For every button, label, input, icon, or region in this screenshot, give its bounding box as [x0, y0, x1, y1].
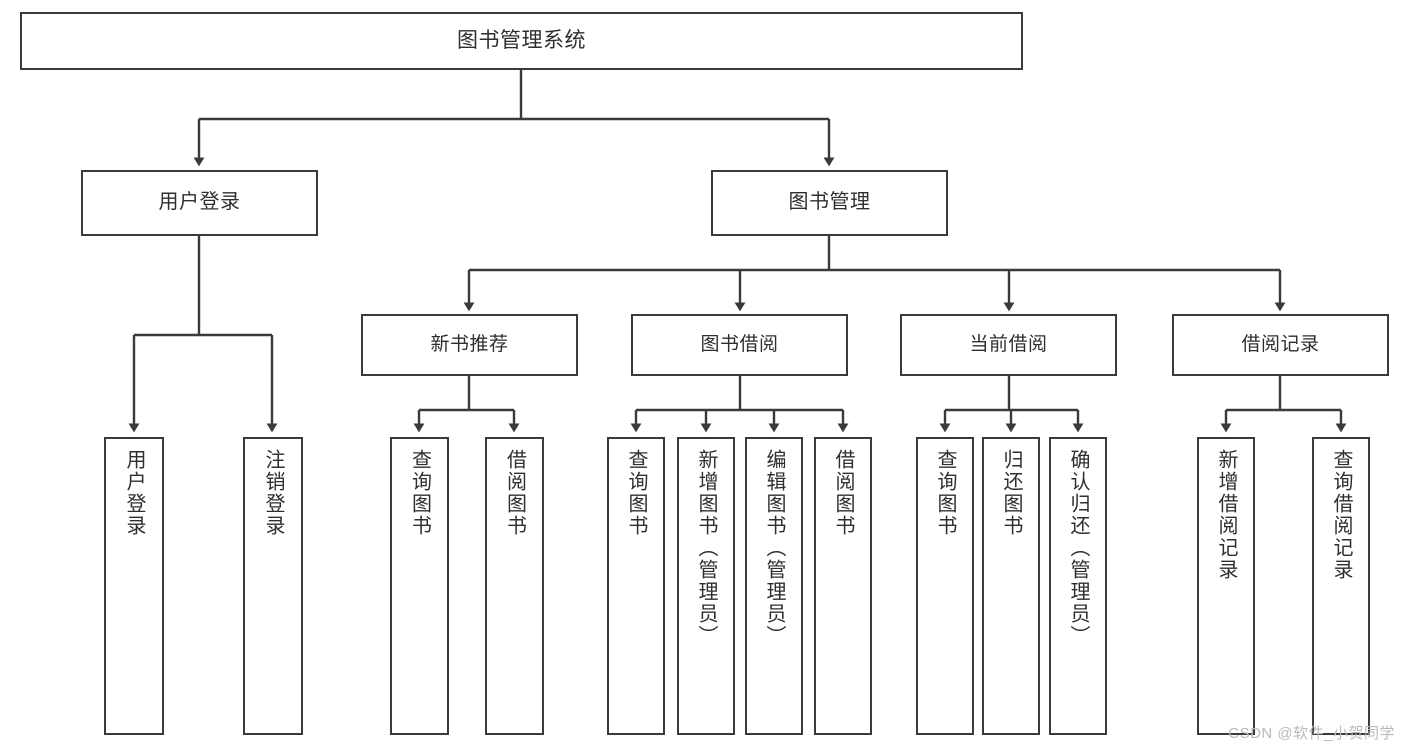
node-label: 用户登录 [158, 191, 241, 214]
leaf-user-login[interactable]: 用户登录 [104, 437, 164, 735]
node-root-system[interactable]: 图书管理系统 [20, 12, 1023, 70]
node-label: 查询图书 [408, 449, 431, 537]
leaf-current-confirm-return-admin[interactable]: 确认归还（管理员） [1049, 437, 1107, 735]
node-user-login[interactable]: 用户登录 [81, 170, 318, 236]
node-label: 编辑图书（管理员） [763, 449, 785, 647]
leaf-borrow-edit-book-admin[interactable]: 编辑图书（管理员） [745, 437, 803, 735]
node-label: 归还图书 [1000, 449, 1022, 537]
leaf-record-add[interactable]: 新增借阅记录 [1197, 437, 1255, 735]
node-label: 借阅记录 [1241, 333, 1320, 355]
node-label: 图书管理 [788, 191, 871, 214]
node-label: 当前借阅 [969, 333, 1048, 355]
node-label: 查询图书 [625, 449, 647, 537]
node-label: 新书推荐 [430, 333, 509, 355]
node-label: 新增借阅记录 [1215, 449, 1237, 581]
node-label: 借阅图书 [503, 449, 526, 537]
node-new-book-recommend[interactable]: 新书推荐 [361, 314, 578, 376]
node-current-borrow[interactable]: 当前借阅 [900, 314, 1117, 376]
node-label: 借阅图书 [832, 449, 854, 537]
watermark-text: CSDN @软件_小贺同学 [1228, 725, 1395, 742]
node-label: 确认归还（管理员） [1067, 449, 1089, 647]
leaf-borrow-borrow-book[interactable]: 借阅图书 [814, 437, 872, 735]
leaf-user-logout[interactable]: 注销登录 [243, 437, 303, 735]
leaf-current-query-book[interactable]: 查询图书 [916, 437, 974, 735]
leaf-current-return-book[interactable]: 归还图书 [982, 437, 1040, 735]
node-borrow-record[interactable]: 借阅记录 [1172, 314, 1389, 376]
node-label: 查询图书 [934, 449, 956, 537]
node-label: 用户登录 [123, 449, 145, 537]
node-label: 注销登录 [262, 449, 284, 537]
node-label: 查询借阅记录 [1330, 449, 1352, 581]
leaf-record-query[interactable]: 查询借阅记录 [1312, 437, 1370, 735]
leaf-new-book-query[interactable]: 查询图书 [390, 437, 449, 735]
node-book-management[interactable]: 图书管理 [711, 170, 948, 236]
leaf-borrow-query-book[interactable]: 查询图书 [607, 437, 665, 735]
node-label: 新增图书（管理员） [695, 449, 717, 647]
leaf-new-book-borrow[interactable]: 借阅图书 [485, 437, 544, 735]
node-label: 图书管理系统 [457, 28, 586, 52]
node-label: 图书借阅 [700, 333, 779, 355]
leaf-borrow-add-book-admin[interactable]: 新增图书（管理员） [677, 437, 735, 735]
node-book-borrow[interactable]: 图书借阅 [631, 314, 848, 376]
